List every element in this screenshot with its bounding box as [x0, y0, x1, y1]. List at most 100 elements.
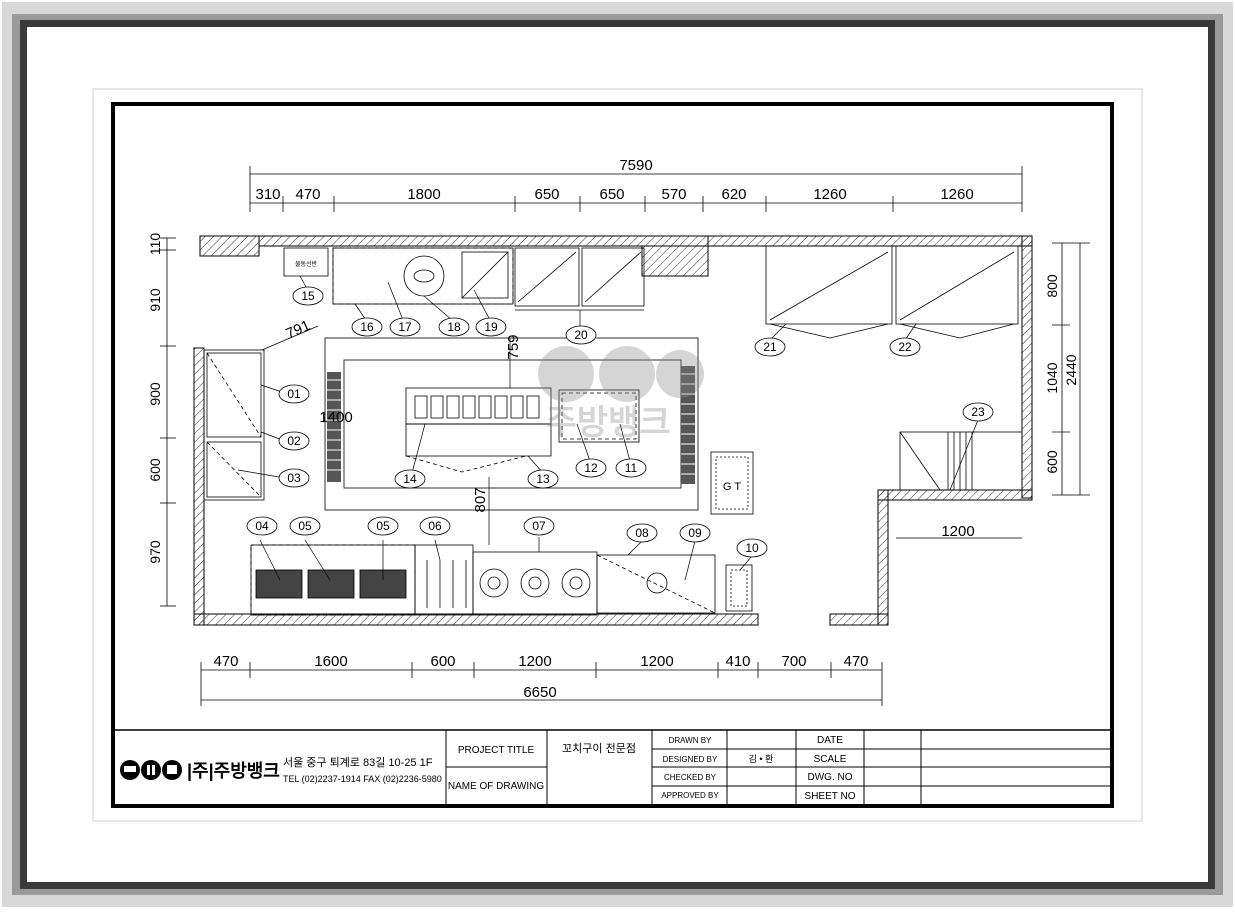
name-of-drawing-label: NAME OF DRAWING — [448, 781, 545, 792]
callout-05b: 05 — [367, 516, 399, 536]
company-name: |주|주방뱅크 — [187, 761, 280, 781]
fridge-21 — [765, 245, 893, 325]
inner-dims: 791 759 807 1400 1200 — [283, 317, 1022, 540]
dim-top-2: 470 — [295, 186, 320, 203]
right-dimensions: 800 1040 600 2440 — [1044, 242, 1090, 496]
svg-text:02: 02 — [287, 434, 301, 448]
title-block — [115, 729, 1110, 804]
svg-text:17: 17 — [398, 320, 412, 334]
svg-text:11: 11 — [625, 461, 638, 475]
callout-19: 19 — [475, 317, 507, 337]
callout-20: 20 — [565, 325, 597, 345]
scale-label: SCALE — [814, 754, 847, 765]
callout-16: 16 — [351, 317, 383, 337]
svg-text:08: 08 — [635, 526, 649, 540]
company-logo — [120, 760, 182, 780]
dim-left-3: 900 — [147, 382, 163, 406]
dim-top-7: 620 — [721, 186, 746, 203]
dim-overall-top: 7590 — [619, 157, 652, 174]
dim-807: 807 — [472, 487, 489, 512]
sink-08-09 — [596, 554, 716, 614]
dim-right-2: 1040 — [1044, 362, 1060, 393]
dim-right-3: 600 — [1044, 450, 1060, 474]
item-callouts: 01 02 03 04 05 05 06 07 08 09 10 11 12 1… — [246, 286, 994, 558]
dim-overall-bottom: 6650 — [523, 684, 556, 701]
svg-text:16: 16 — [360, 320, 374, 334]
svg-text:19: 19 — [484, 320, 498, 334]
svg-text:23: 23 — [971, 405, 985, 419]
callout-12: 12 — [575, 458, 607, 478]
callout-22: 22 — [889, 337, 921, 357]
leaders — [237, 275, 979, 581]
dim-1400: 1400 — [319, 409, 352, 426]
dim-right-total: 2440 — [1063, 354, 1079, 385]
callout-01: 01 — [278, 384, 310, 404]
callout-08: 08 — [626, 523, 658, 543]
drawn-by-label: DRAWN BY — [669, 736, 712, 745]
title-block-text: |주|주방뱅크 서울 중구 퇴계로 83길 10-25 1F TEL (02)2… — [187, 735, 856, 802]
left-dimensions: 110 910 900 600 970 — [147, 233, 176, 607]
dim-bottom-6: 410 — [725, 653, 750, 670]
fridge-20b — [581, 247, 645, 307]
date-label: DATE — [817, 735, 843, 746]
svg-text:13: 13 — [536, 472, 550, 486]
callout-18: 18 — [438, 317, 470, 337]
dim-right-1: 800 — [1044, 274, 1060, 298]
company-address: 서울 중구 퇴계로 83길 10-25 1F — [283, 756, 433, 769]
dim-left-4: 600 — [147, 458, 163, 482]
callout-02: 02 — [278, 431, 310, 451]
dim-bottom-2: 1600 — [314, 653, 347, 670]
approved-by-label: APPROVED BY — [661, 791, 719, 800]
svg-text:01: 01 — [287, 387, 301, 401]
svg-text:07: 07 — [532, 519, 546, 533]
dim-759: 759 — [505, 334, 522, 359]
svg-text:05: 05 — [376, 519, 390, 533]
callout-21: 21 — [754, 337, 786, 357]
walls — [193, 235, 1033, 626]
svg-text:15: 15 — [301, 289, 315, 303]
callout-23: 23 — [962, 402, 994, 422]
callout-15: 15 — [292, 286, 324, 306]
dim-left-1: 110 — [147, 233, 163, 256]
callout-11: 11 — [615, 458, 647, 478]
checked-by-label: CHECKED BY — [664, 773, 717, 782]
svg-text:06: 06 — [428, 519, 442, 533]
fridge-22 — [895, 245, 1019, 325]
designer-name: 김 • 환 — [749, 753, 774, 764]
callout-03: 03 — [278, 468, 310, 488]
dim-top-9: 1260 — [940, 186, 973, 203]
dim-top-8: 1260 — [813, 186, 846, 203]
item-15-box — [283, 247, 329, 277]
dim-bottom-4: 1200 — [518, 653, 551, 670]
dim-top-6: 570 — [661, 186, 686, 203]
svg-text:18: 18 — [447, 320, 461, 334]
svg-text:14: 14 — [403, 472, 417, 486]
callout-06: 06 — [419, 516, 451, 536]
equipment — [203, 245, 1023, 616]
item-10 — [725, 564, 753, 612]
dim-top-3: 1800 — [407, 186, 440, 203]
bottom-dimensions: 470 1600 600 1200 1200 410 700 470 6650 — [200, 653, 883, 706]
callout-10: 10 — [736, 538, 768, 558]
designed-by-label: DESIGNED BY — [663, 755, 718, 764]
dim-left-5: 970 — [147, 540, 163, 564]
dim-top-1: 310 — [255, 186, 280, 203]
svg-text:10: 10 — [745, 541, 759, 555]
dim-top-4: 650 — [534, 186, 559, 203]
drawing-border — [111, 102, 1114, 808]
project-title-value: 꼬치구이 전문점 — [562, 742, 636, 755]
fridge-20a — [514, 247, 580, 307]
callout-13: 13 — [527, 469, 559, 489]
callout-04: 04 — [246, 516, 278, 536]
callout-05a: 05 — [289, 516, 321, 536]
svg-text:12: 12 — [584, 461, 598, 475]
svg-text:20: 20 — [574, 328, 588, 342]
sheet-no-label: SHEET NO — [805, 791, 856, 802]
company-tel: TEL (02)2237-1914 FAX (02)2236-5980 — [283, 774, 442, 784]
callout-17: 17 — [389, 317, 421, 337]
svg-text:04: 04 — [255, 519, 269, 533]
label-15-text: 물동선반 — [295, 260, 318, 268]
dim-bottom-1: 470 — [213, 653, 238, 670]
dim-bottom-8: 470 — [843, 653, 868, 670]
